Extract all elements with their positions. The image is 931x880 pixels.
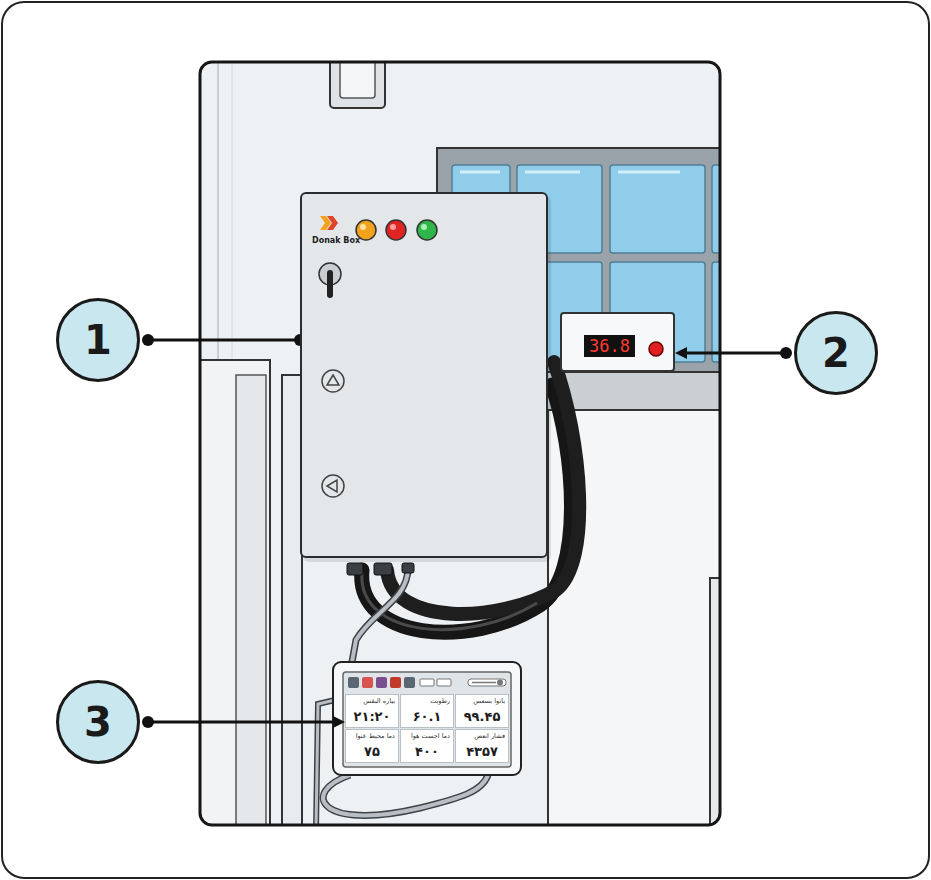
illustration-rect	[333, 662, 521, 775]
brand-label: Donak Box	[312, 236, 360, 245]
screen-cell: بیاره البقس ۲۱:۲۰	[345, 694, 399, 728]
arrow-head	[675, 347, 687, 359]
leader-connector	[142, 334, 306, 346]
thermostat-box: 36.8	[560, 312, 675, 372]
illustration-line	[232, 62, 233, 360]
temperature-readout: 36.8	[584, 335, 635, 357]
screen-cell: رطوبت ۶۰.۱	[400, 694, 454, 728]
leader-dot	[142, 334, 154, 346]
callout-circle: 1	[56, 298, 140, 382]
reading-value: ۲۱:۲۰	[349, 709, 395, 725]
illustration-rect	[420, 679, 434, 686]
control-cabinet: Donak Box	[300, 192, 548, 558]
reading-title: باتوا بسعس	[459, 697, 505, 705]
illustration-rect	[390, 677, 401, 688]
illustration-rect	[340, 62, 375, 98]
callout-number: 1	[84, 320, 112, 360]
illustration-circle	[497, 680, 503, 686]
scene-group	[200, 62, 720, 825]
illustration-rect	[404, 677, 415, 688]
leader-connector	[142, 716, 345, 728]
illustration-path	[323, 775, 488, 815]
reading-value: ۷۵	[349, 744, 395, 760]
reading-title: بیاره البقس	[349, 697, 395, 705]
illustration-rect	[343, 672, 511, 767]
illustration-line	[472, 682, 496, 684]
illustration-path	[323, 775, 488, 815]
reading-title: فشار انعص	[459, 732, 505, 740]
illustration-path	[352, 568, 408, 662]
callout-number: 2	[822, 333, 850, 373]
reading-value: ۴۳۵۷	[459, 744, 505, 760]
illustration-rect	[402, 563, 414, 573]
reading-title: دما اجست هوا	[404, 732, 450, 740]
screen-cell: دما اجست هوا ۴۰۰	[400, 729, 454, 763]
illustration-rect	[362, 677, 373, 688]
leader-dot	[142, 716, 154, 728]
illustration-rect	[376, 677, 387, 688]
arrow-head	[333, 716, 345, 728]
leader-line	[685, 352, 786, 355]
illustration-rect	[347, 563, 363, 575]
illustration-rect	[374, 563, 392, 575]
leader-dot	[780, 347, 792, 359]
illustration-rect	[282, 375, 302, 825]
illustration-path	[460, 171, 680, 174]
leader-line	[148, 339, 300, 342]
reading-value: ۴۰۰	[404, 744, 450, 760]
screen-cell: باتوا بسعس ۹۹.۴۵	[455, 694, 509, 728]
reading-title: رطوبت	[404, 697, 450, 705]
leader-line	[148, 721, 335, 724]
illustration-rect	[610, 165, 705, 253]
screen-cell: فشار انعص ۴۳۵۷	[455, 729, 509, 763]
callout-number: 3	[84, 702, 112, 742]
screen-cell: دما محیط عنوا ۷۵	[345, 729, 399, 763]
illustration-rect	[236, 375, 266, 825]
callout-circle: 2	[794, 311, 878, 395]
illustration-rect	[330, 62, 385, 108]
illustration-rect	[468, 679, 506, 686]
leader-connector	[675, 347, 792, 359]
scene-frame	[200, 62, 720, 825]
illustration-rect	[437, 679, 451, 686]
illustration-line	[217, 62, 219, 360]
illustration-rect	[348, 677, 359, 688]
reading-value: ۶۰.۱	[404, 709, 450, 725]
reading-title: دما محیط عنوا	[349, 732, 395, 740]
callout-circle: 3	[56, 680, 140, 764]
illustration-path	[352, 568, 408, 662]
reading-value: ۹۹.۴۵	[459, 709, 505, 725]
